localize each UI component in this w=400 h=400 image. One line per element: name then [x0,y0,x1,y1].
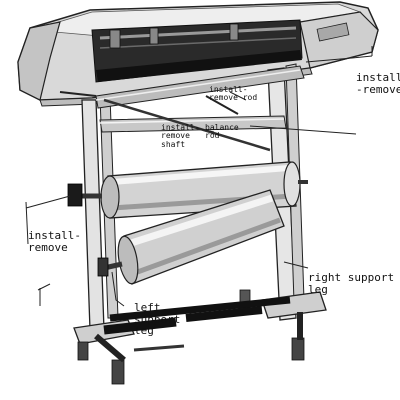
install-remove-shaft [59,91,239,115]
lower-media-roll [97,189,285,285]
install-remove-rod [95,65,305,109]
label-install-remove-left: install- remove [28,229,81,254]
label-install-remove-top-right: install -remove [356,71,400,96]
label-left-support-leg: left support leg [134,301,181,338]
label-right-support-leg: right support leg [308,271,395,296]
label-install-remove-shaft: install- remove shaft [161,123,200,149]
label-install-remove-rod: install- remove rod [209,85,258,103]
leader-lines [25,46,373,307]
balance-rod [99,98,287,152]
label-balance-rod: balance rod [205,123,239,141]
